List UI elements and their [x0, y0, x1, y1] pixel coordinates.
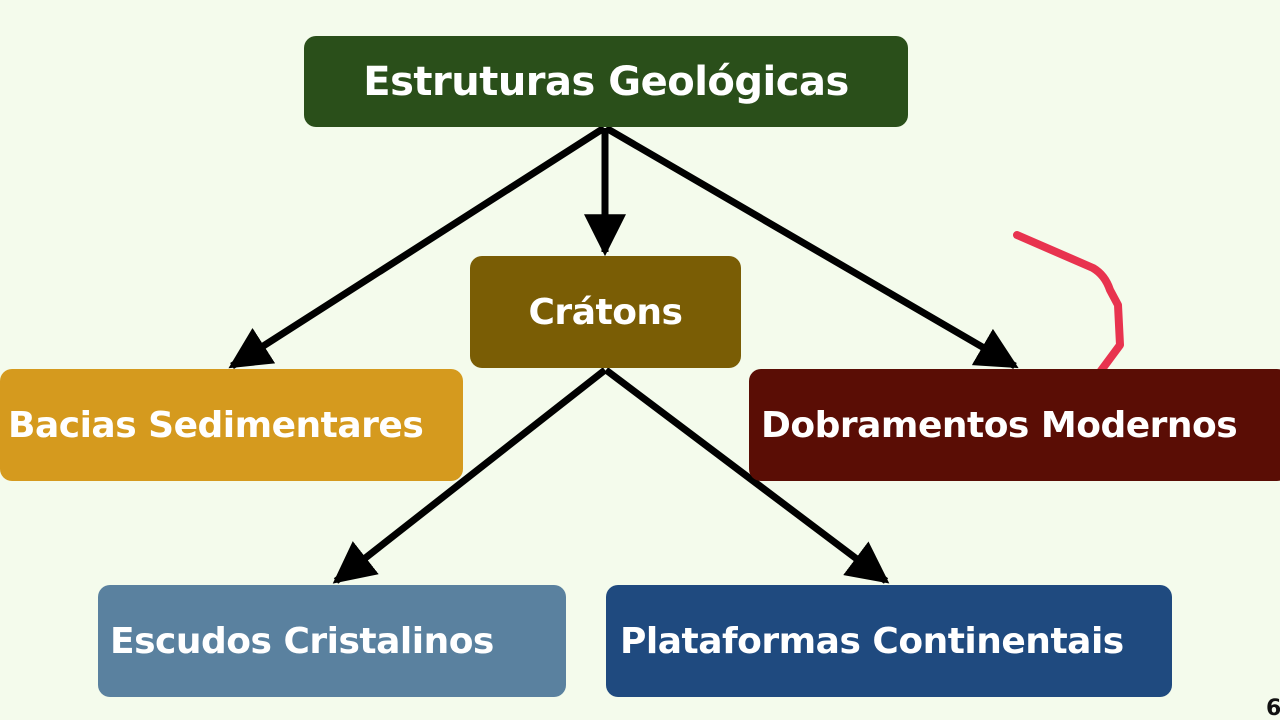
- node-label: Bacias Sedimentares: [8, 404, 424, 446]
- edge-root-to-dobramentos: [604, 124, 1019, 370]
- node-bacias-sedimentares: Bacias Sedimentares: [0, 369, 463, 481]
- node-label: Plataformas Continentais: [620, 620, 1124, 662]
- edge-cratons-to-escudos: [332, 367, 608, 584]
- node-cratons: Crátons: [470, 256, 741, 368]
- node-estruturas-geologicas: Estruturas Geológicas: [304, 36, 908, 127]
- annotation-pen-stroke: [1013, 231, 1124, 376]
- node-label: Dobramentos Modernos: [761, 404, 1238, 446]
- edge-cratons-to-plataformas: [603, 367, 890, 584]
- node-plataformas-continentais: Plataformas Continentais: [606, 585, 1172, 697]
- node-escudos-cristalinos: Escudos Cristalinos: [98, 585, 566, 697]
- node-label: Estruturas Geológicas: [363, 58, 849, 105]
- node-dobramentos-modernos: Dobramentos Modernos: [749, 369, 1280, 481]
- node-label: Crátons: [528, 291, 683, 333]
- page-number: 6: [1266, 696, 1280, 720]
- node-label: Escudos Cristalinos: [110, 620, 494, 662]
- edge-root-to-bacias: [228, 125, 606, 369]
